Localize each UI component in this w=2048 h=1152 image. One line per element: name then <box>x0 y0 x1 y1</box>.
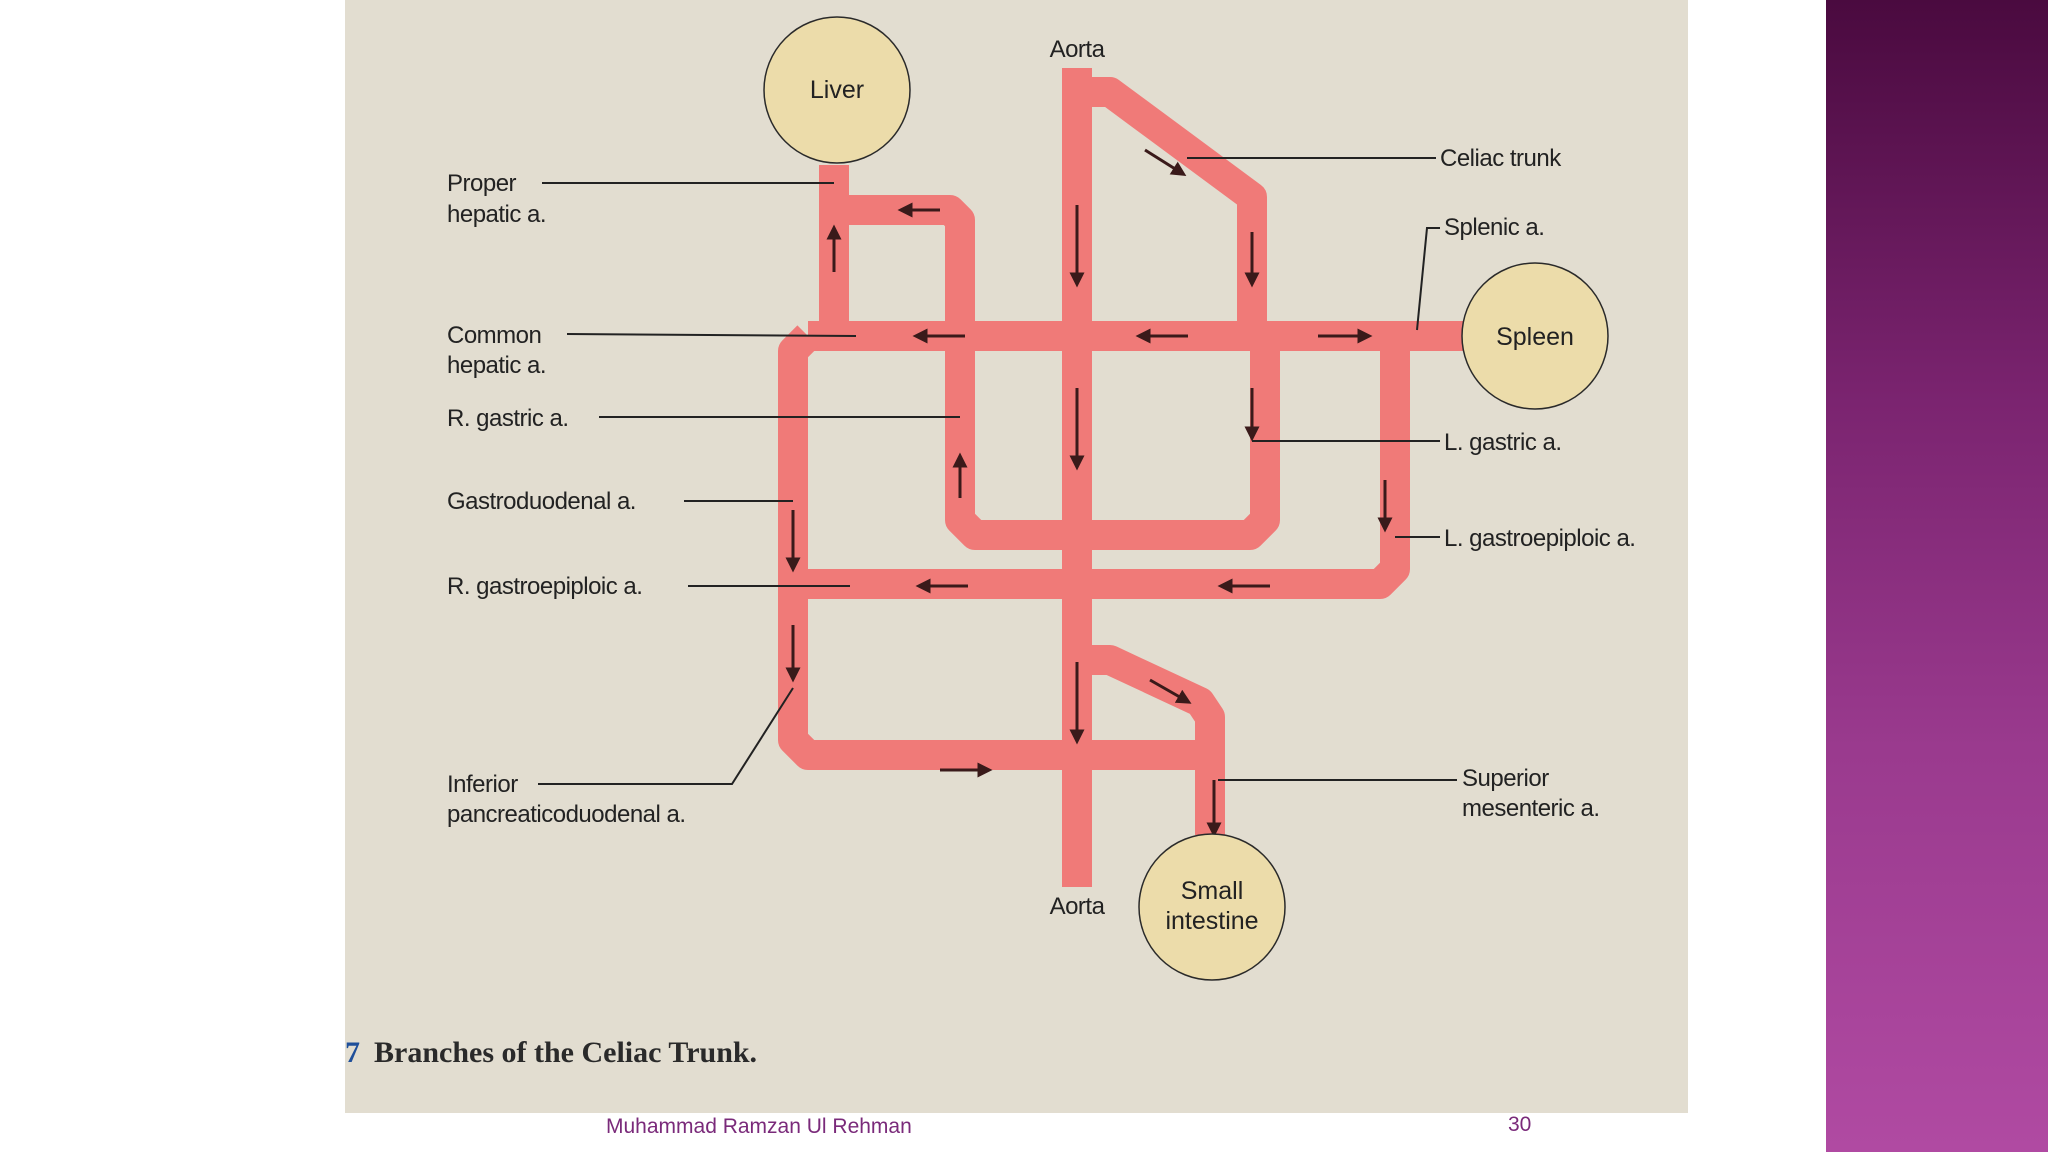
common-hepatic-label-line2: hepatic a. <box>447 352 546 379</box>
organs <box>763 16 1609 981</box>
footer-author: Muhammad Ramzan Ul Rehman <box>606 1115 912 1138</box>
proper-hepatic-label-line2: hepatic a. <box>447 201 546 228</box>
celiac-arrow <box>1144 148 1187 176</box>
r-gastric-vessel <box>945 336 1280 550</box>
l-gastric-label: L. gastric a. <box>1444 429 1562 456</box>
labels: Aorta Aorta Liver Spleen Small intestine… <box>447 36 1636 935</box>
proper-hepatic-loop-vessel <box>834 195 975 336</box>
gastroduodenal-vessel <box>778 325 1200 770</box>
leader-line <box>538 687 794 785</box>
leader-lines <box>538 157 1457 785</box>
small-intestine-label-line2: intestine <box>1165 907 1258 935</box>
small-intestine-label-line1: Small <box>1181 877 1244 905</box>
r-gastric-label: R. gastric a. <box>447 405 569 432</box>
proper-hepatic-label-line1: Proper <box>447 170 517 197</box>
page-number: 30 <box>1508 1113 1532 1136</box>
leader-line <box>1416 227 1440 331</box>
flow-arrows <box>785 148 1393 838</box>
l-gastroepiploic-label: L. gastroepiploic a. <box>1444 525 1635 552</box>
spleen-organ <box>1461 262 1609 410</box>
common-hepatic-label-line1: Common <box>447 322 541 349</box>
leader-line <box>566 333 857 337</box>
celiac-trunk-label: Celiac trunk <box>1440 145 1562 172</box>
r-gastroepiploic-vessel <box>793 336 1410 599</box>
aorta-bottom-label: Aorta <box>1050 893 1106 920</box>
figure-caption: 7 Branches of the Celiac Trunk. <box>345 1036 757 1070</box>
aorta-top-label: Aorta <box>1050 36 1106 63</box>
r-gastroepiploic-label: R. gastroepiploic a. <box>447 573 642 600</box>
small-intestine-organ <box>1138 833 1286 981</box>
sma-arrow <box>1149 678 1192 704</box>
superior-mesenteric-label-line1: Superior <box>1462 765 1549 792</box>
gastroduodenal-label: Gastroduodenal a. <box>447 488 636 515</box>
diagram-figure <box>345 0 1688 1113</box>
splenic-label: Splenic a. <box>1444 214 1544 241</box>
superior-mesenteric-vessel <box>1080 645 1225 835</box>
inferior-pd-label-line1: Inferior <box>447 771 518 798</box>
inferior-pd-label-line2: pancreaticoduodenal a. <box>447 801 686 828</box>
celiac-trunk-vessel <box>1080 77 1267 336</box>
figure-caption-text: Branches of the Celiac Trunk. <box>374 1036 758 1069</box>
liver-label: Liver <box>810 76 864 104</box>
spleen-label: Spleen <box>1496 323 1574 351</box>
superior-mesenteric-label-line2: mesenteric a. <box>1462 795 1600 822</box>
liver-organ <box>763 16 911 164</box>
figure-number: 7 <box>345 1036 360 1069</box>
vessels <box>778 68 1465 887</box>
decorative-sidebar <box>1826 0 2048 1152</box>
